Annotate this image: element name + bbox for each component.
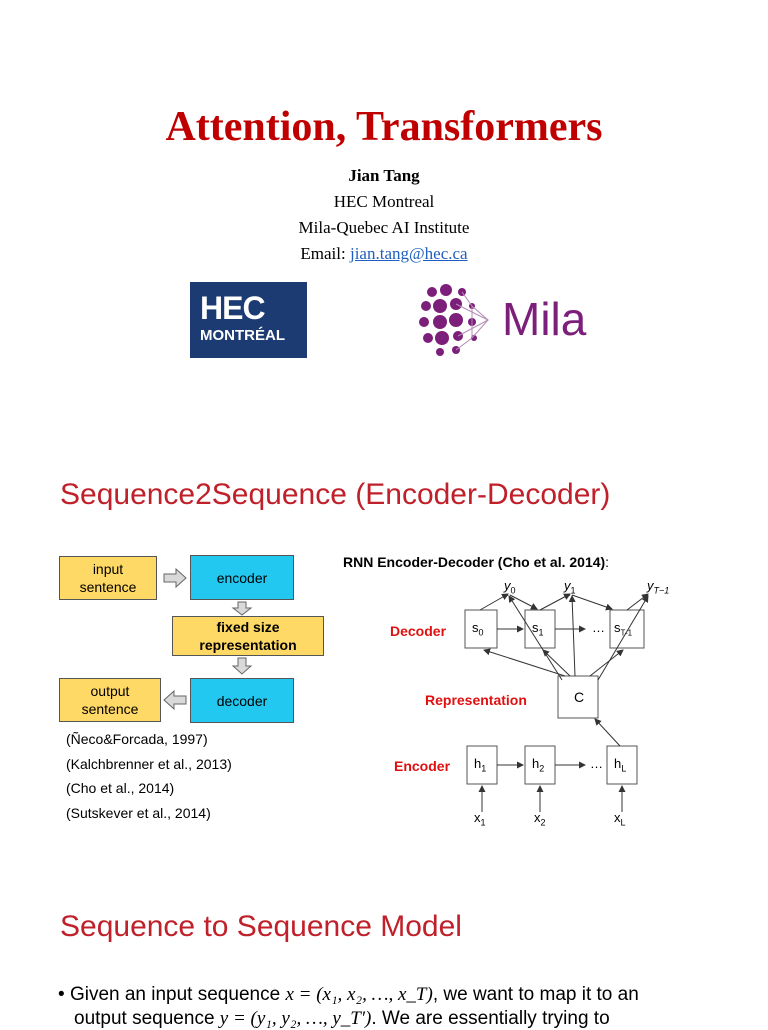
slide-title: Sequence to Sequence Model: [60, 910, 462, 943]
encoder-ellipsis: …: [590, 756, 603, 771]
x-subscript: L: [620, 817, 626, 828]
rnn-title-suffix: :: [605, 554, 610, 570]
hL-label: hL: [614, 756, 626, 774]
context-label: C: [574, 689, 585, 705]
hec-logo-text: HEC: [200, 290, 266, 326]
hec-logo-subtext: MONTRÉAL: [200, 327, 285, 344]
bullet-line-2: output sequence y = (y₁, y₂, …, y_T′). W…: [74, 1008, 610, 1030]
email-line: Email: jian.tang@hec.ca: [0, 244, 768, 264]
hec-montreal-logo: HEC MONTRÉAL: [190, 282, 307, 358]
h-letter: h: [532, 756, 540, 771]
affiliation-mila: Mila-Quebec AI Institute: [298, 218, 470, 237]
x-subscript: 1: [480, 817, 486, 828]
encoder-state-h2: [524, 745, 556, 785]
encoder-label: Encoder: [394, 758, 451, 774]
bullet-text: , we want to map it to an: [432, 984, 639, 1005]
email-link[interactable]: jian.tang@hec.ca: [349, 244, 468, 263]
decoder-label: Decoder: [390, 623, 447, 639]
y-letter: y: [647, 578, 654, 593]
y-subscript: 0: [510, 585, 516, 596]
x-subscript: 2: [540, 817, 546, 828]
fixed-representation-box: fixed size representation: [172, 616, 324, 656]
decoder-state-s0: [464, 609, 498, 649]
encoder-state-hL: [606, 745, 638, 785]
s-subscript: T-1: [620, 628, 633, 638]
email-label: Email:: [300, 244, 350, 263]
s-letter: s: [614, 620, 621, 635]
author-name: Jian Tang: [348, 166, 420, 185]
bullet-text: output sequence: [74, 1008, 220, 1029]
mila-logo: Mila: [418, 282, 608, 358]
s1-label: s1: [532, 620, 544, 638]
sT-label: sT-1: [614, 620, 632, 638]
h-letter: h: [614, 756, 622, 771]
citation-item: (Sutskever et al., 2014): [66, 805, 211, 821]
mila-dots-icon: [419, 284, 490, 356]
xL-label: xL: [614, 810, 626, 828]
mila-logo-text: Mila: [502, 293, 587, 345]
s0-label: s0: [472, 620, 484, 638]
seq2seq-model-slide: Sequence to Sequence Model • Given an in…: [0, 890, 768, 1029]
affiliation-hec: HEC Montreal: [333, 192, 435, 211]
s-letter: s: [472, 620, 479, 635]
slide-title: Attention, Transformers: [165, 104, 603, 150]
y1-label: y1: [564, 578, 576, 596]
decoder-state-sT-1: [609, 609, 645, 649]
bullet-line-1: • Given an input sequence x = (x₁, x₂, ……: [58, 984, 639, 1006]
citation-item: (Kalchbrenner et al., 2013): [66, 756, 232, 772]
citation-item: (Cho et al., 2014): [66, 780, 175, 796]
math-expression: x = (x₁, x₂, …, x_T): [285, 984, 433, 1005]
x-letter: x: [614, 810, 621, 825]
x-letter: x: [534, 810, 541, 825]
citation-item: (Ñeco&Forcada, 1997): [66, 731, 208, 747]
s-letter: s: [532, 620, 539, 635]
context-vector-c: [557, 675, 599, 719]
decoder-ellipsis: …: [592, 620, 605, 635]
input-sentence-box: input sentence: [59, 556, 157, 600]
h2-label: h2: [532, 756, 544, 774]
h-subscript: 2: [539, 763, 545, 774]
encoder-box: encoder: [190, 555, 294, 600]
title-slide: Attention, Transformers Jian Tang HEC Mo…: [0, 0, 768, 430]
rnn-encoder-decoder-diagram: [464, 593, 649, 812]
rnn-title-text: RNN Encoder-Decoder (Cho et al. 2014): [343, 554, 606, 570]
math-expression: y = (y₁, y₂, …, y_T′): [219, 1008, 372, 1029]
seq2seq-slide: Sequence2Sequence (Encoder-Decoder) inpu…: [0, 440, 768, 880]
h1-label: h1: [474, 756, 486, 774]
h-subscript: L: [621, 763, 627, 774]
yT-label: yT−1: [647, 578, 669, 596]
encoder-state-h1: [466, 745, 498, 785]
x-letter: x: [474, 810, 481, 825]
y-letter: y: [564, 578, 571, 593]
bullet-dot: •: [58, 984, 70, 1005]
y0-label: y0: [504, 578, 516, 596]
y-subscript: 1: [570, 585, 576, 596]
slide-title: Sequence2Sequence (Encoder-Decoder): [60, 478, 611, 511]
h-subscript: 1: [481, 763, 487, 774]
bullet-text: . We are essentially trying to: [371, 1008, 610, 1029]
bullet-text: Given an input sequence: [69, 984, 286, 1005]
output-sentence-box: output sentence: [59, 678, 161, 722]
y-letter: y: [504, 578, 511, 593]
x1-label: x1: [474, 810, 486, 828]
y-subscript: T−1: [653, 585, 670, 596]
s-subscript: 0: [478, 627, 484, 638]
h-letter: h: [474, 756, 482, 771]
decoder-box: decoder: [190, 678, 294, 723]
x2-label: x2: [534, 810, 546, 828]
representation-label: Representation: [425, 692, 527, 708]
s-subscript: 1: [538, 627, 544, 638]
rnn-diagram-title: RNN Encoder-Decoder (Cho et al. 2014):: [343, 554, 609, 570]
